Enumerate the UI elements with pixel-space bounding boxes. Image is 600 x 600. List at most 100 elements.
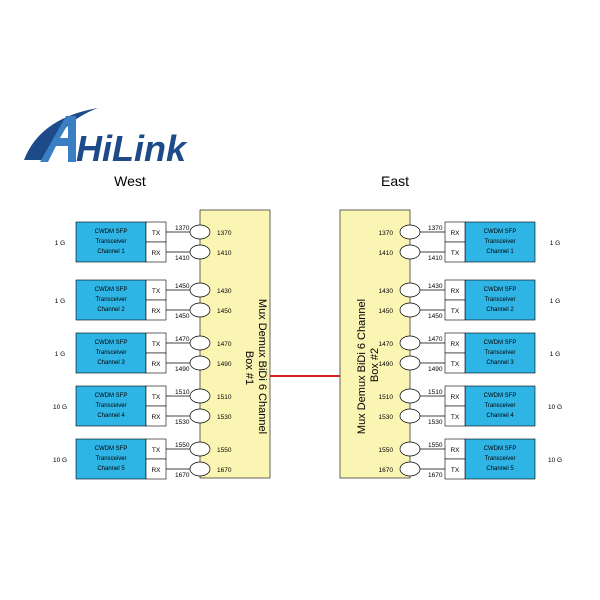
port-label-top: RX [450,341,460,348]
port-label-top: RX [450,230,460,237]
transceiver-label: Transceiver [95,297,126,303]
wavelength-in-bottom: 1530 [217,414,232,421]
east-mux-label: Mux Demux BiDi 6 Channel Box #2 [356,296,381,434]
wavelength-in-top: 1550 [379,447,394,454]
wavelength-out-bottom: 1450 [428,313,443,320]
transceiver-channel: Channel 1 [486,249,514,255]
west-transceiver-box [75,221,147,263]
east-mux-label-line1: Mux Demux BiDi 6 Channel [356,299,368,434]
fiber-connector-icon [399,302,421,318]
transceiver-type: CWDM SFP [484,229,517,235]
transceiver-type: CWDM SFP [95,446,128,452]
fiber-connector-icon [399,461,421,477]
fiber-connector-icon [189,224,211,240]
port-label-top: RX [450,394,460,401]
data-rate: 1 G [55,351,65,358]
fiber-connector-icon [189,335,211,351]
port-label-bottom: TX [451,308,460,315]
transceiver-type: CWDM SFP [484,393,517,399]
wavelength-out-top: 1370 [428,225,443,232]
east-transceiver-box [464,438,536,480]
east-transceiver-box [464,279,536,321]
fiber-connector-icon [189,355,211,371]
east-transceiver-box [464,385,536,427]
data-rate: 10 G [53,404,67,411]
wavelength-out-top: 1510 [175,389,190,396]
west-mux-label-line2: Box #1 [243,351,255,385]
port-label-top: TX [152,230,161,237]
transceiver-channel: Channel 2 [486,307,514,313]
wavelength-in-bottom: 1490 [379,361,394,368]
transceiver-label: Transceiver [95,239,126,245]
fiber-connector-icon [399,408,421,424]
port-label-bottom: RX [151,308,161,315]
port-label-bottom: RX [151,414,161,421]
logo-text: HiLink [76,128,188,169]
port-label-top: TX [152,288,161,295]
wavelength-in-top: 1470 [379,341,394,348]
data-rate: 1 G [550,298,560,305]
wavelength-out-bottom: 1670 [428,472,443,479]
data-rate: 1 G [550,351,560,358]
port-label-bottom: TX [451,361,460,368]
wavelength-out-top: 1430 [428,283,443,290]
wavelength-out-bottom: 1410 [175,255,190,262]
data-rate: 10 G [53,457,67,464]
wavelength-in-top: 1370 [379,230,394,237]
transceiver-channel: Channel 3 [97,360,125,366]
port-label-bottom: RX [151,467,161,474]
transceiver-channel: Channel 5 [97,466,125,472]
west-mux-box [199,209,271,479]
transceiver-label: Transceiver [95,456,126,462]
fiber-connector-icon [399,355,421,371]
wavelength-in-bottom: 1450 [217,308,232,315]
wavelength-out-bottom: 1450 [175,313,190,320]
transceiver-label: Transceiver [95,403,126,409]
wavelength-in-top: 1510 [217,394,232,401]
transceiver-type: CWDM SFP [484,287,517,293]
port-label-top: TX [152,394,161,401]
fiber-connector-icon [189,302,211,318]
data-rate: 10 G [548,404,562,411]
transceiver-label: Transceiver [484,456,515,462]
fiber-connector-icon [399,282,421,298]
east-channels: CWDM SFP Transceiver Channel 1 1 G RX TX 1370 1… [379,221,562,480]
fiber-connector-icon [399,224,421,240]
transceiver-type: CWDM SFP [95,340,128,346]
transceiver-label: Transceiver [484,403,515,409]
wavelength-in-bottom: 1410 [379,250,394,257]
transceiver-channel: Channel 2 [97,307,125,313]
fiber-connector-icon [189,244,211,260]
wavelength-out-bottom: 1670 [175,472,190,479]
wavelength-in-bottom: 1490 [217,361,232,368]
data-rate: 1 G [55,298,65,305]
wavelength-in-top: 1370 [217,230,232,237]
wavelength-out-top: 1470 [175,336,190,343]
transceiver-type: CWDM SFP [95,393,128,399]
transceiver-label: Transceiver [484,350,515,356]
hilink-logo: HiLink [24,108,188,169]
east-mux-label-line2: Box #2 [369,348,381,382]
port-label-bottom: TX [451,414,460,421]
fiber-connector-icon [399,244,421,260]
fiber-connector-icon [399,335,421,351]
data-rate: 1 G [55,240,65,247]
fiber-connector-icon [189,388,211,404]
transceiver-channel: Channel 3 [486,360,514,366]
west-mux-label-line1: Mux Demux BiDi 6 Channel [256,299,268,434]
wavelength-out-top: 1450 [175,283,190,290]
transceiver-channel: Channel 5 [486,466,514,472]
east-transceiver-box [464,221,536,263]
port-label-top: RX [450,447,460,454]
port-label-bottom: RX [151,250,161,257]
transceiver-type: CWDM SFP [95,287,128,293]
transceiver-label: Transceiver [95,350,126,356]
